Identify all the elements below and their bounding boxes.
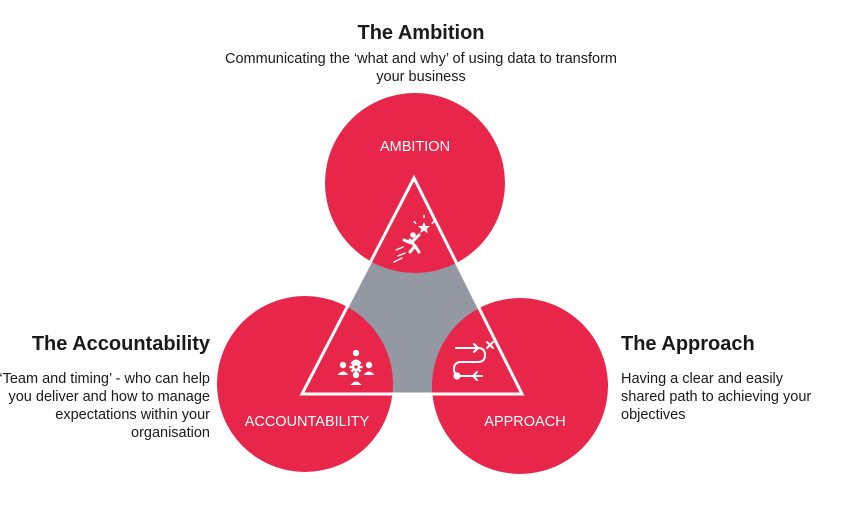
approach-heading: The Approach: [621, 333, 755, 355]
accountability-circle-label: ACCOUNTABILITY: [245, 414, 370, 430]
ambition-heading: The Ambition: [357, 22, 485, 44]
team-gear-icon: [337, 349, 375, 385]
approach-description: Having a clear and easily shared path to…: [621, 371, 812, 423]
achiever-star-icon: [393, 215, 435, 263]
ambition-circle-label: AMBITION: [380, 139, 450, 155]
path-arrows-icon: [453, 341, 494, 381]
accountability-heading: The Accountability: [31, 333, 210, 355]
accountability-description: ‘Team and timing’ - who can help you del…: [0, 371, 210, 441]
ambition-description: Communicating the ‘what and why’ of usin…: [225, 51, 617, 85]
triangle-outline: [299, 174, 525, 396]
approach-circle-label: APPROACH: [484, 414, 565, 430]
